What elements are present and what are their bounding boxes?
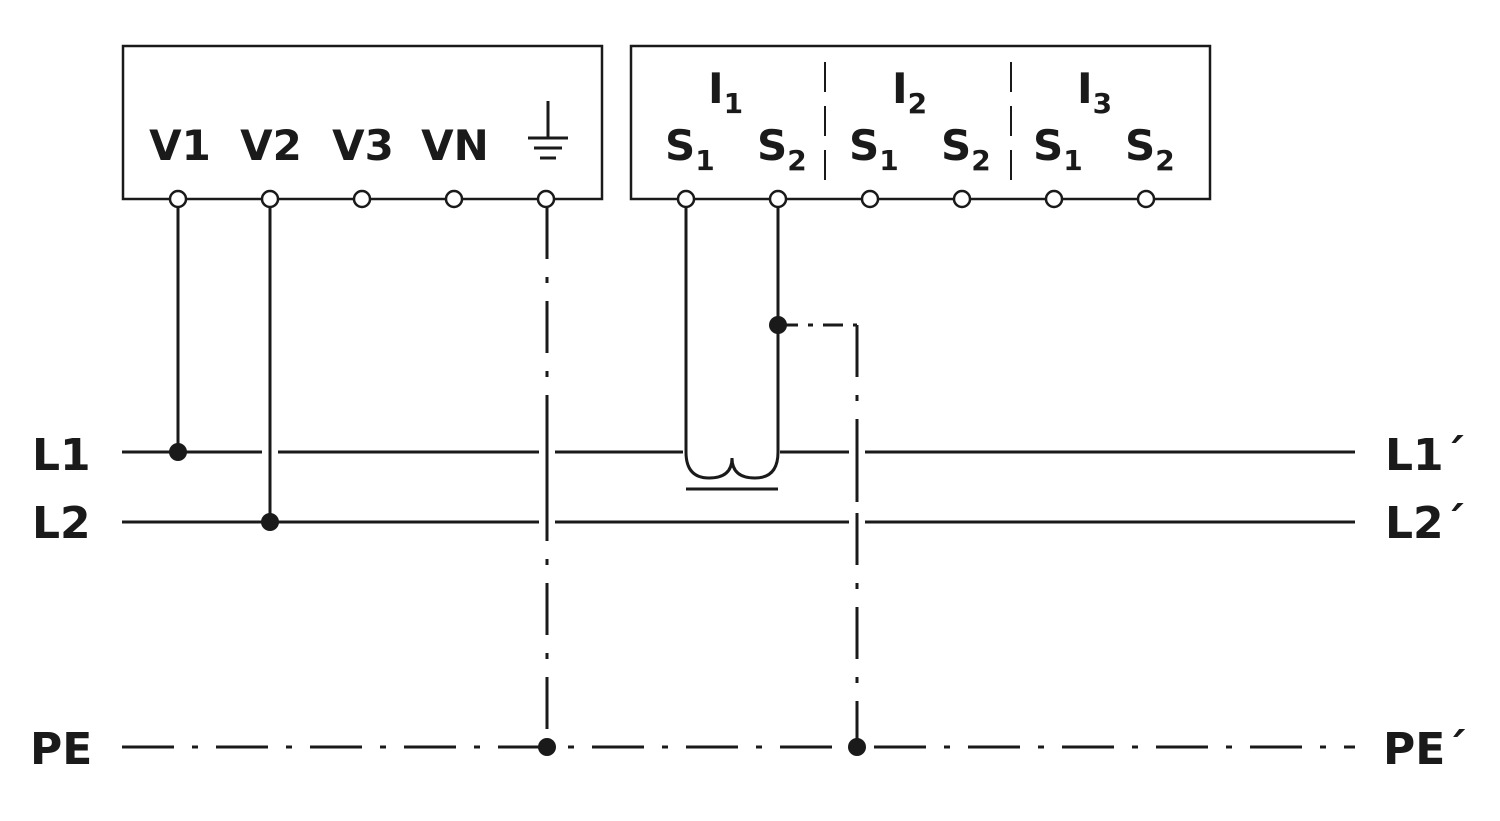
terminal-i1-s2	[768, 189, 788, 209]
junction-dot	[169, 443, 187, 461]
terminal-label-s2: S2	[941, 121, 991, 177]
terminal-ground	[536, 189, 556, 209]
line-label-l2-out: L2´	[1385, 498, 1466, 549]
terminal-label-v2: V2	[240, 121, 302, 170]
terminal-v2	[260, 189, 280, 209]
group-label-i3: I3	[1077, 64, 1112, 120]
earth-ground-icon	[528, 101, 568, 160]
terminal-label-s1: S1	[665, 121, 715, 177]
terminal-i2-s2	[952, 189, 972, 209]
junction-dot	[769, 316, 787, 334]
terminal-label-s2: S2	[757, 121, 807, 177]
junction-dot	[538, 738, 556, 756]
ct-earth-link	[778, 323, 859, 747]
terminal-label-s1: S1	[849, 121, 899, 177]
terminal-label-vn: VN	[421, 121, 489, 170]
line-label-l1: L1	[32, 430, 91, 481]
terminal-i3-s1	[1044, 189, 1064, 209]
terminal-v3	[352, 189, 372, 209]
group-label-i2: I2	[892, 64, 927, 120]
terminal-label-v1: V1	[149, 121, 211, 170]
line-label-pe: PE	[30, 724, 92, 775]
line-label-l2: L2	[32, 498, 91, 549]
terminal-label-v3: V3	[332, 121, 394, 170]
terminal-vn	[444, 189, 464, 209]
terminal-label-s1: S1	[1033, 121, 1083, 177]
current-terminal-block	[629, 44, 1212, 201]
line-label-l1-out: L1´	[1385, 430, 1466, 481]
terminal-label-s2: S2	[1125, 121, 1175, 177]
line-label-pe-out: PE´	[1383, 724, 1467, 775]
junction-dot	[261, 513, 279, 531]
terminal-i2-s1	[860, 189, 880, 209]
current-transformer	[684, 199, 780, 491]
junction-dot	[848, 738, 866, 756]
terminal-i3-s2	[1136, 189, 1156, 209]
terminal-i1-s1	[676, 189, 696, 209]
terminal-v1	[168, 189, 188, 209]
group-label-i1: I1	[708, 64, 743, 120]
